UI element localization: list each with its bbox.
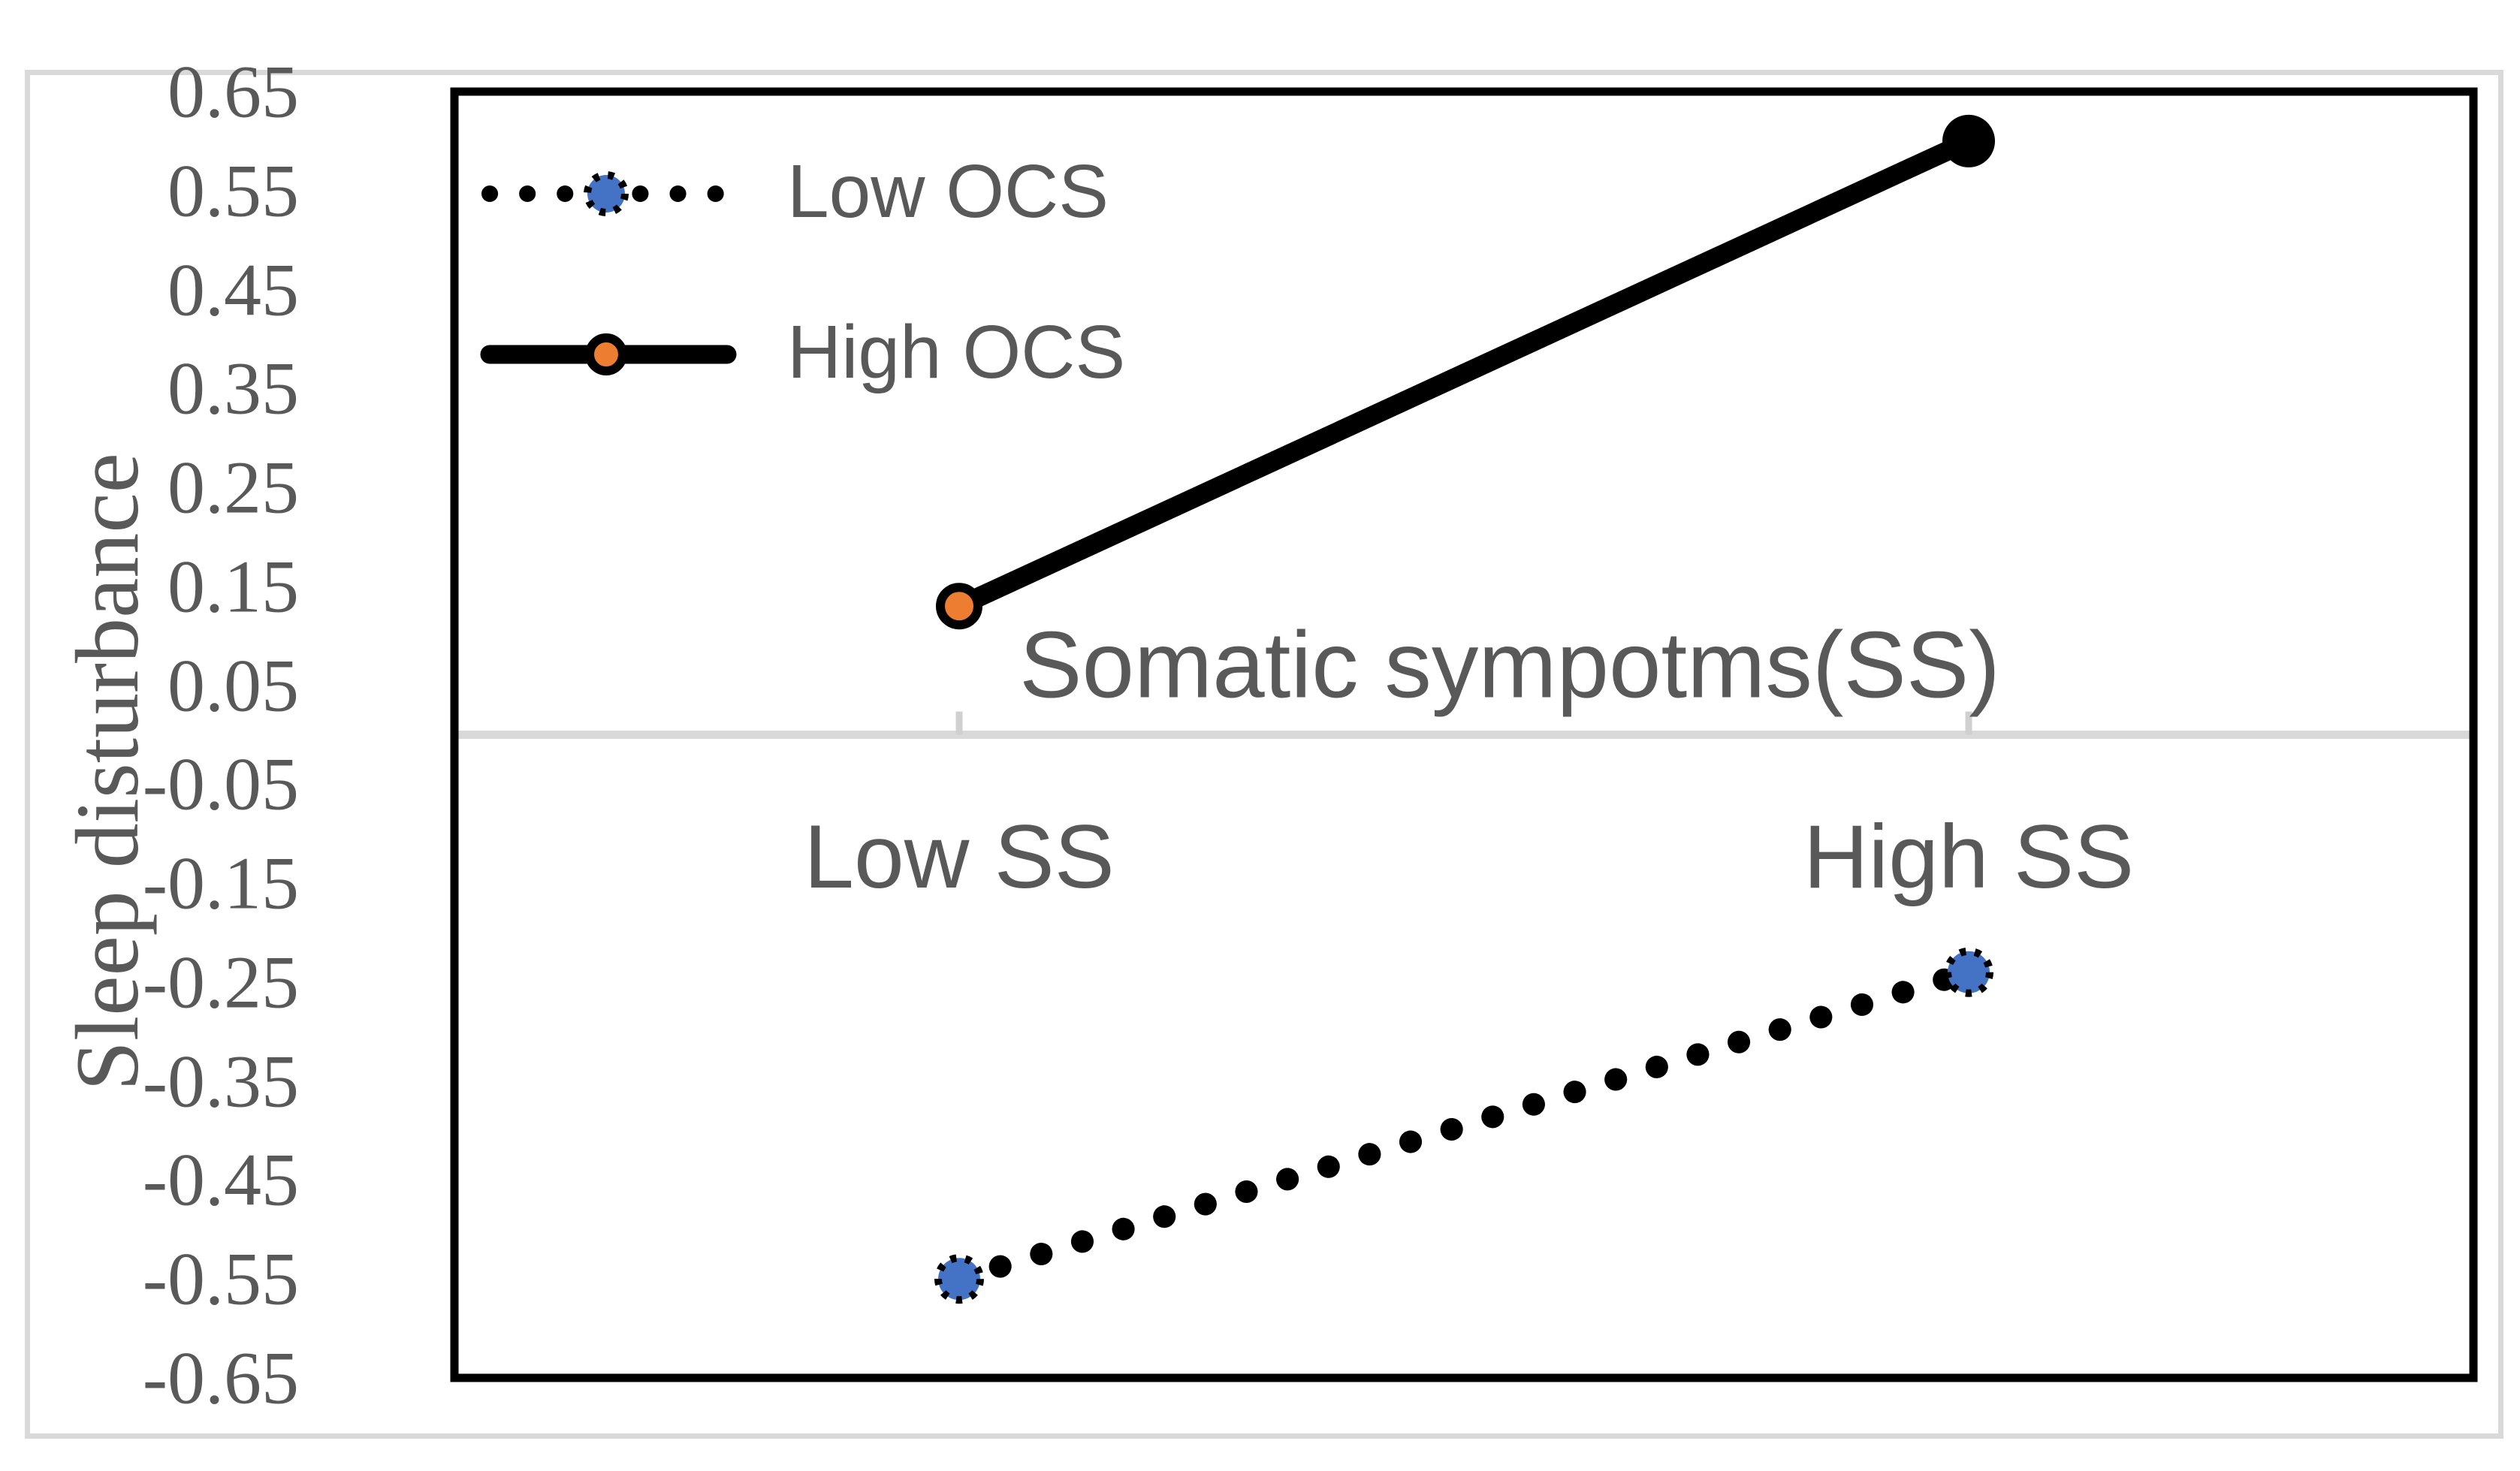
marker-low-ocs-point-1 — [1944, 947, 1993, 997]
y-axis-tick-label: -0.15 — [142, 841, 299, 925]
series-line-high-ocs — [949, 131, 1978, 616]
x-axis-title: Somatic sympotms(SS) — [1019, 613, 2000, 718]
y-axis-tick-label: -0.35 — [142, 1039, 299, 1123]
y-axis-tick-label: 0.35 — [167, 346, 299, 430]
y-axis-tick-label: -0.55 — [142, 1237, 299, 1321]
y-axis-tick-label: 0.55 — [167, 149, 299, 233]
figure-border — [25, 70, 2503, 1439]
x-category-label-high-ss: High SS — [1803, 806, 2135, 907]
y-axis-tick-label: -0.25 — [142, 940, 299, 1024]
marker-high-ocs-point-0 — [936, 583, 982, 630]
legend-label-high-ocs: High OCS — [787, 310, 1126, 395]
marker-low-ocs-point-0 — [934, 1254, 984, 1304]
y-axis-tick-label: -0.45 — [142, 1138, 299, 1222]
legend-key-marker-low-ocs — [584, 171, 629, 216]
y-axis-tick-label: 0.05 — [167, 644, 299, 728]
marker-high-ocs-point-1 — [1942, 114, 1995, 167]
y-axis-tick-label: 0.15 — [167, 544, 299, 628]
plot-border — [450, 87, 2478, 1382]
x-category-label-low-ss: Low SS — [804, 806, 1115, 907]
series-line-low-ocs — [948, 960, 1980, 1291]
y-axis-tick-label: 0.45 — [167, 248, 299, 332]
y-axis-tick-label: -0.65 — [142, 1336, 299, 1420]
y-axis-tick-label: 0.25 — [167, 445, 299, 529]
legend-label-low-ocs: Low OCS — [787, 149, 1109, 234]
y-axis-tick-label: -0.05 — [142, 742, 299, 826]
y-axis-tick-label: 0.65 — [167, 50, 299, 134]
legend-key-marker-high-ocs — [585, 333, 627, 375]
